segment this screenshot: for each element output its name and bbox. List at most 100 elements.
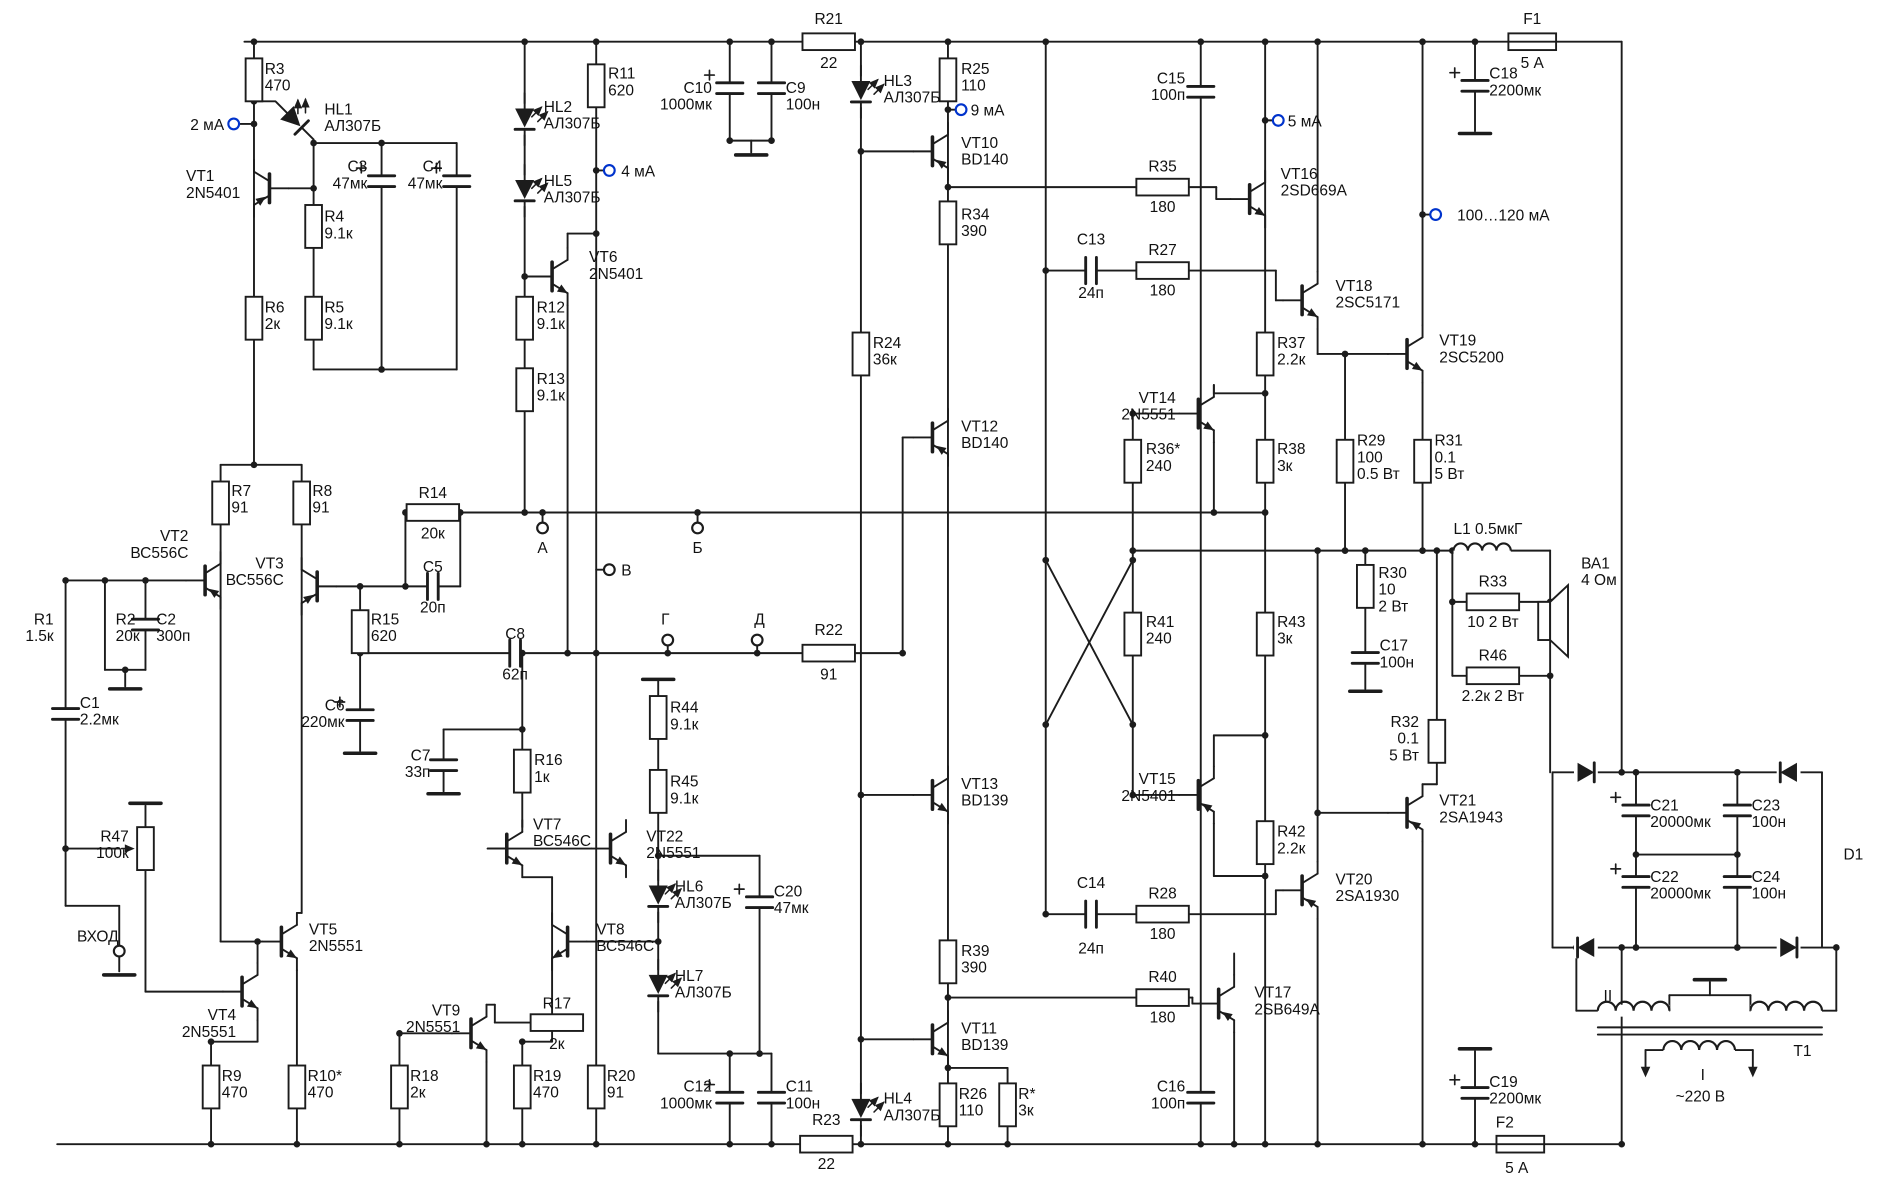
C7-symbol <box>429 758 459 772</box>
junction-dot <box>1632 851 1640 858</box>
schematic-label: VT16 <box>1281 166 1318 183</box>
schematic-label: 9.1к <box>670 790 699 807</box>
schematic-label: VT6 <box>589 249 617 266</box>
VT17-symbol <box>1198 973 1236 1034</box>
schematic-label: C6 <box>325 697 345 714</box>
C2-symbol <box>130 617 161 632</box>
schematic-label: R14 <box>419 485 448 502</box>
schematic-label: R34 <box>961 206 990 223</box>
VT18-symbol <box>1282 270 1319 330</box>
schematic-label: 36к <box>873 352 897 369</box>
R8-symbol <box>292 480 311 526</box>
VT3-symbol <box>300 556 338 616</box>
schematic-label: 300п <box>156 628 190 645</box>
schematic-label: R9 <box>222 1068 242 1085</box>
schematic-label: 10 <box>1378 582 1395 599</box>
junction-dot <box>121 666 129 674</box>
schematic-label: C18 <box>1489 66 1517 83</box>
schematic-label: VT12 <box>961 418 998 435</box>
schematic-label: L1 0.5мкГ <box>1454 521 1523 538</box>
junction-dot <box>207 1140 215 1148</box>
junction-dot <box>1733 851 1741 858</box>
schematic-label: 2.2к 2 Вт <box>1462 688 1524 705</box>
schematic-label: 9.1к <box>537 387 566 404</box>
schematic-label: 180 <box>1150 926 1176 943</box>
schematic-label: 47мк <box>774 900 809 917</box>
junction-dot <box>1632 944 1640 951</box>
junction-dot <box>944 994 952 1001</box>
R9-symbol <box>201 1064 221 1110</box>
schematic-label: R7 <box>231 483 251 500</box>
junction-dot <box>1314 38 1321 46</box>
HL5-symbol <box>512 163 549 218</box>
component-layer <box>51 32 1824 1154</box>
schematic-label: R5 <box>324 299 344 316</box>
F1-symbol <box>1507 32 1558 52</box>
junction-dot <box>1618 944 1626 951</box>
T1-sec-II-b-symbol <box>1749 1000 1824 1017</box>
schematic-label: АЛ307Б <box>884 90 941 107</box>
schematic-label: 100к <box>96 845 129 862</box>
F2-symbol <box>1495 1134 1546 1154</box>
schematic-label: BD140 <box>961 151 1008 168</box>
schematic-label: 91 <box>231 499 248 516</box>
schematic-label: C15 <box>1157 70 1185 87</box>
VT15-symbol <box>1178 765 1215 825</box>
schematic-label: VT19 <box>1439 333 1476 350</box>
schematic-label: R19 <box>533 1068 561 1085</box>
schematic-label: 91 <box>312 499 329 516</box>
schematic-label: 2 мА <box>190 117 225 134</box>
schematic-label: R* <box>1018 1086 1035 1103</box>
junction-dot <box>1042 556 1050 564</box>
junction-dot <box>694 509 701 516</box>
junction-dot <box>356 583 364 590</box>
schematic-label: R8 <box>312 483 332 500</box>
schematic-label: R39 <box>961 943 989 960</box>
schematic-label: HL3 <box>884 73 912 90</box>
schematic-label: VT9 <box>432 1002 460 1019</box>
schematic-label: C14 <box>1077 875 1106 892</box>
schematic-label: 24п <box>1078 285 1104 302</box>
R26-symbol <box>938 1082 958 1128</box>
junction-dot <box>592 38 600 46</box>
schematic-label: HL6 <box>675 879 703 896</box>
D1-c-symbol <box>1573 936 1598 959</box>
schematic-label: VT15 <box>1139 771 1176 788</box>
junction-dot <box>753 649 761 657</box>
schematic-label: R2 <box>116 612 136 629</box>
schematic-label: R15 <box>371 612 399 629</box>
VT8-symbol <box>551 912 588 972</box>
schematic-label: 2к <box>549 1036 565 1053</box>
junction-dot <box>1433 547 1441 554</box>
junction-dot <box>592 167 600 174</box>
junction-dot <box>396 1140 403 1148</box>
junction-dot <box>1419 1140 1426 1148</box>
schematic-label: 470 <box>222 1085 248 1102</box>
schematic-label: C17 <box>1380 638 1408 655</box>
junction-dot <box>254 938 261 945</box>
junction-dot <box>1129 721 1137 728</box>
HL4-symbol <box>848 1082 885 1137</box>
schematic-label: VT1 <box>186 168 214 185</box>
junction-dot <box>521 273 528 280</box>
junction-dot <box>1314 809 1321 817</box>
junction-dot <box>521 509 528 516</box>
schematic-label: C10 <box>683 80 711 97</box>
R36-symbol <box>1123 438 1143 484</box>
schematic-label: 2N5401 <box>1121 788 1175 805</box>
schematic-label: 2SD669A <box>1281 182 1348 199</box>
tp-B-symbol <box>691 521 704 535</box>
R33-symbol <box>1465 592 1521 612</box>
schematic-label: 5 Вт <box>1434 466 1464 483</box>
R27-symbol <box>1135 261 1190 280</box>
schematic-label: 110 <box>961 78 986 95</box>
schematic-label: R17 <box>543 995 571 1012</box>
schematic-label: 100 <box>1357 449 1383 466</box>
schematic-label: VT17 <box>1254 985 1291 1002</box>
R40-symbol <box>1135 988 1190 1007</box>
C13-symbol <box>1084 256 1098 286</box>
schematic-label: R21 <box>815 11 843 28</box>
schematic-label: C11 <box>786 1079 813 1096</box>
